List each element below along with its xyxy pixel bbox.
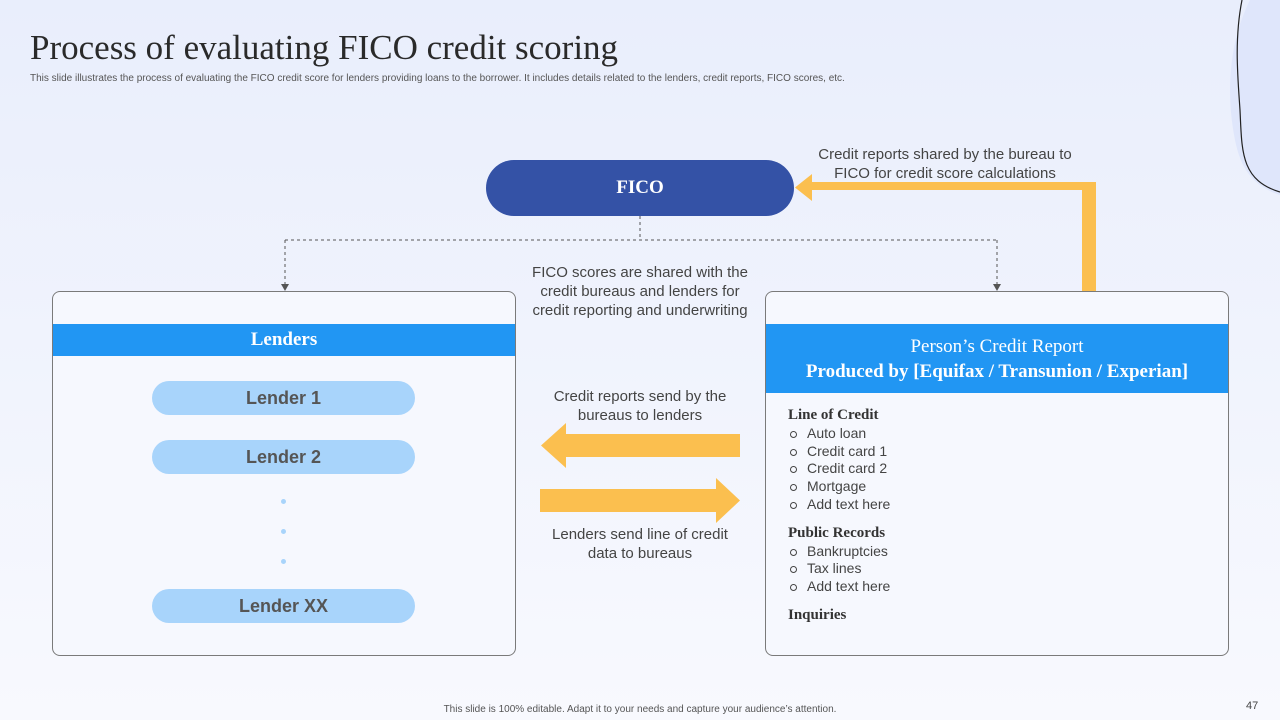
list-item: Add text here [788, 578, 1208, 596]
line-of-credit-list: Auto loan Credit card 1 Credit card 2 Mo… [788, 425, 1208, 514]
note-scores-shared: FICO scores are shared with the credit b… [532, 264, 748, 319]
list-item: Bankruptcies [788, 543, 1208, 561]
lender-item: Lender 1 [152, 381, 415, 415]
credit-report-body: Line of Credit Auto loan Credit card 1 C… [788, 406, 1208, 625]
list-item: Add text here [788, 496, 1208, 514]
list-item: Tax lines [788, 560, 1208, 578]
lender-item: Lender 2 [152, 440, 415, 474]
list-item: Credit card 1 [788, 443, 1208, 461]
bureau-to-fico-arrow [795, 174, 1096, 291]
section-title-public-records: Public Records [788, 524, 886, 541]
dashed-connector [284, 216, 998, 285]
list-item: Mortgage [788, 478, 1208, 496]
decorative-corner-wave [1230, 0, 1280, 195]
slide-subtitle: This slide illustrates the process of ev… [30, 73, 845, 84]
arrowhead-to-report [993, 284, 1001, 291]
bureaus-to-lenders-arrow [541, 423, 740, 468]
ellipsis-dot [281, 559, 286, 564]
lenders-heading: Lenders [53, 324, 515, 356]
public-records-list: Bankruptcies Tax lines Add text here [788, 543, 1208, 596]
credit-report-heading: Person’s Credit Report Produced by [Equi… [766, 324, 1228, 393]
credit-report-heading-line1: Person’s Credit Report [910, 336, 1084, 357]
note-bureau-to-fico: Credit reports shared by the bureau to F… [818, 146, 1072, 182]
note-bureaus-to-lenders: Credit reports send by the bureaus to le… [553, 388, 727, 424]
section-title-inquiries: Inquiries [788, 606, 847, 623]
section-title-line-of-credit: Line of Credit [788, 407, 879, 423]
note-lenders-to-bureaus: Lenders send line of credit data to bure… [552, 526, 728, 562]
fico-node: FICO [486, 160, 794, 216]
list-item: Credit card 2 [788, 460, 1208, 478]
slide-title: Process of evaluating FICO credit scorin… [30, 28, 619, 67]
slide-footer: This slide is 100% editable. Adapt it to… [443, 704, 837, 715]
credit-report-heading-line2: Produced by [Equifax / Transunion / Expe… [805, 361, 1189, 382]
arrowhead-to-lenders [281, 284, 289, 291]
ellipsis-dot [281, 529, 286, 534]
lender-item: Lender XX [152, 589, 415, 623]
ellipsis-dot [281, 499, 286, 504]
lenders-to-bureaus-arrow [540, 478, 740, 523]
page-number: 47 [1246, 700, 1259, 712]
list-item: Auto loan [788, 425, 1208, 443]
